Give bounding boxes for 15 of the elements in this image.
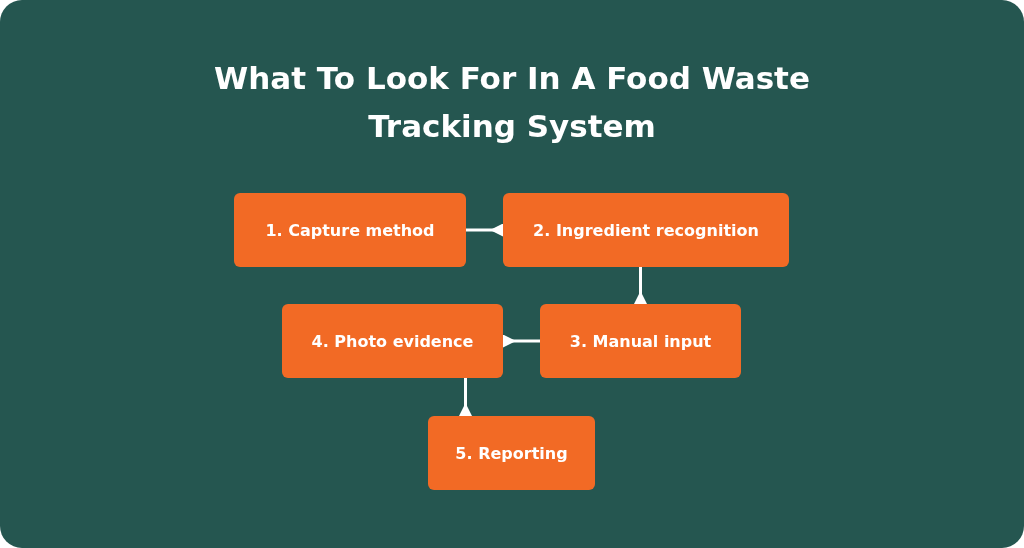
process-box — [503, 193, 789, 267]
title: What To Look For In A Food Waste Tracking System — [213, 59, 811, 146]
process-box — [282, 304, 503, 378]
step-label: 1. Capture method — [265, 220, 435, 240]
connector-arrow — [503, 334, 540, 348]
connector-arrow — [634, 267, 647, 304]
step-label: 5. Reporting — [455, 443, 568, 463]
connector-arrow — [459, 378, 472, 416]
connector-arrow — [466, 223, 503, 237]
process-box — [234, 193, 466, 267]
process-box — [428, 416, 595, 490]
step-label: 3. Manual input — [569, 331, 712, 351]
step-label: 4. Photo evidence — [311, 331, 474, 351]
process-box — [540, 304, 741, 378]
step-label: 2. Ingredient recognition — [533, 220, 759, 240]
